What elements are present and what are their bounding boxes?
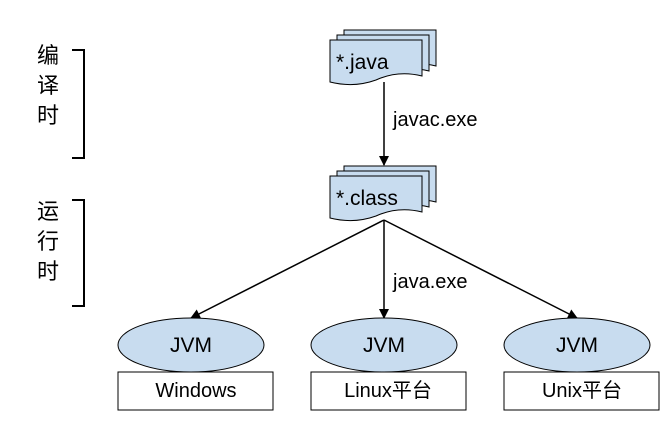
runtime-char-1: 运	[36, 200, 59, 225]
os-label-linux: Linux平台	[344, 379, 432, 402]
jvm-label-windows: JVM	[170, 334, 212, 357]
jvm-label-linux: JVM	[363, 334, 405, 357]
os-box-unix	[503, 371, 660, 411]
compile-time-label: 编 译 时	[34, 42, 62, 132]
os-box-windows	[117, 371, 274, 411]
platform-linux: JVM Linux平台	[310, 317, 467, 411]
platform-unix: JVM Unix平台	[503, 317, 660, 411]
runtime-bracket	[72, 199, 85, 307]
compile-time-bracket	[72, 49, 85, 159]
run-arrow-windows	[190, 219, 385, 319]
compile-time-char-2: 译	[36, 74, 59, 99]
os-label-windows: Windows	[155, 380, 236, 402]
run-arrow-unix	[383, 219, 578, 319]
jvm-label-unix: JVM	[556, 334, 598, 357]
runtime-char-2: 行	[36, 230, 59, 255]
source-file-doc: *.java	[329, 29, 437, 86]
launcher-label: java.exe	[392, 271, 468, 293]
compile-time-char-3: 时	[36, 104, 59, 129]
runtime-label: 运 行 时	[34, 198, 62, 288]
runtime-char-3: 时	[36, 260, 59, 285]
os-box-linux	[310, 371, 467, 411]
platform-windows: JVM Windows	[117, 317, 274, 411]
class-file-label: *.class	[336, 187, 398, 210]
os-label-unix: Unix平台	[542, 379, 622, 402]
compile-time-char-1: 编	[36, 44, 59, 69]
class-file-doc: *.class	[329, 165, 437, 222]
compiler-label: javac.exe	[392, 109, 478, 131]
source-file-label: *.java	[336, 51, 389, 74]
